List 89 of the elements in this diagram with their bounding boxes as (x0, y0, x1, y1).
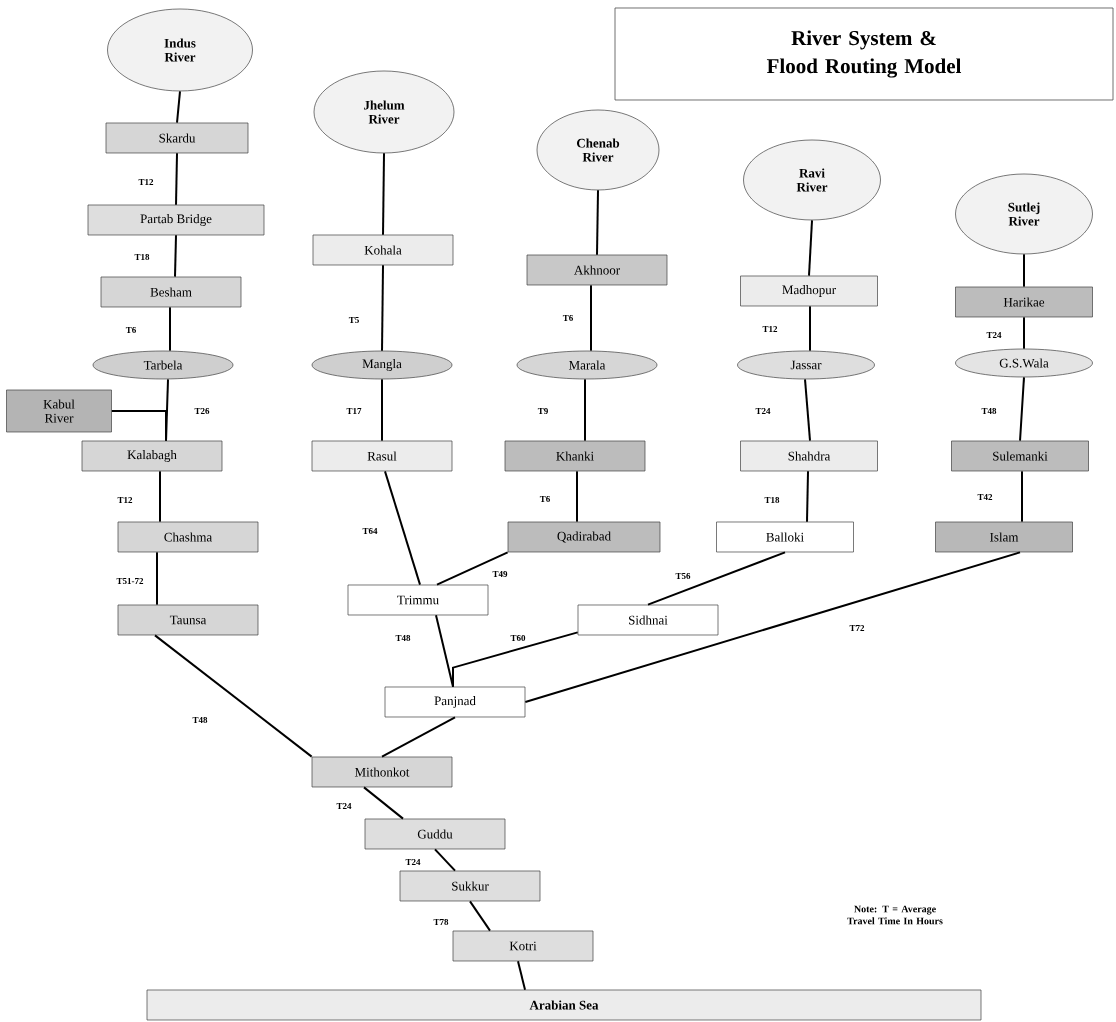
edge-label: T9 (537, 407, 548, 415)
river-line (156, 551, 158, 606)
station-box: Islam (935, 521, 1073, 553)
station-box: Khanki (504, 440, 646, 472)
river-line (363, 786, 404, 820)
river-line (381, 264, 384, 352)
edge-label: T24 (986, 332, 1002, 338)
edge-label: T18 (764, 496, 780, 504)
river-line (159, 470, 161, 523)
river-line (804, 378, 811, 442)
river-line (381, 716, 456, 758)
station-box: Guddu (364, 818, 506, 850)
station-box: Mithonkot (311, 756, 453, 788)
river-line (384, 470, 421, 586)
river-line (1023, 253, 1025, 288)
station-box: Skardu (105, 122, 249, 154)
sea-box: Arabian Sea (146, 989, 982, 1021)
river-line (1019, 376, 1025, 442)
edge-label: T42 (977, 494, 993, 500)
river-line (524, 551, 1021, 703)
station-box: Sulemanki (951, 440, 1089, 472)
edge-label: T64 (362, 527, 378, 535)
station-box: Qadirabad (507, 521, 661, 553)
river-line (517, 960, 526, 991)
river-line (1021, 470, 1023, 523)
edge-label: T17 (346, 408, 362, 414)
river-line (169, 306, 171, 352)
station-box: Sidhnai (577, 604, 719, 636)
river-line (590, 284, 592, 352)
edge-label: T18 (134, 253, 150, 261)
river-line (469, 900, 491, 932)
river-line (436, 551, 509, 586)
station-box: Kabul River (6, 389, 112, 433)
edge-label: T26 (194, 407, 210, 415)
station-box: Balloki (716, 521, 854, 553)
title-box: River System & Flood Routing Model (614, 7, 1114, 101)
river-line (381, 378, 383, 442)
river-line (584, 378, 586, 442)
edge-label: T48 (192, 716, 208, 724)
station-box: Besham (100, 276, 242, 308)
note-text: Note: T = Average Travel Time In Hours (847, 905, 943, 925)
station-box: Taunsa (117, 604, 259, 636)
station-box: Kotri (452, 930, 594, 962)
station-box: Chashma (117, 521, 259, 553)
station-box: Kalabagh (81, 440, 223, 472)
river-line (382, 152, 385, 236)
edge-label: T5 (348, 317, 359, 323)
edge-label: T48 (981, 407, 997, 415)
river-line (154, 634, 313, 758)
river-line (647, 551, 786, 606)
river-line (176, 90, 181, 124)
station-box: Panjnad (384, 686, 526, 718)
river-line (809, 305, 811, 352)
station-box: Harikae (955, 286, 1093, 318)
edge-label: T72 (849, 625, 865, 631)
edge-label: T24 (755, 408, 771, 414)
station-box: Sukkur (399, 870, 541, 902)
station-box: Akhnoor (526, 254, 668, 286)
river-line (175, 152, 178, 206)
station-box: Rasul (311, 440, 453, 472)
river-line (1023, 316, 1025, 350)
edge-label: T49 (492, 570, 508, 578)
station-box: Trimmu (347, 584, 489, 616)
river-line (110, 410, 167, 442)
edge-label: T24 (336, 803, 352, 809)
edge-label: T60 (510, 634, 526, 642)
river-line (452, 631, 579, 688)
edge-label: T12 (138, 179, 154, 185)
edge-label: T6 (125, 326, 136, 334)
station-box: Madhopur (740, 275, 878, 307)
river-line (434, 848, 456, 872)
edge-label: T78 (433, 918, 449, 926)
edge-label: T48 (395, 634, 411, 642)
station-box: Kohala (312, 234, 454, 266)
station-box: Shahdra (740, 440, 878, 472)
river-line (174, 234, 177, 278)
edge-label: T51-72 (116, 577, 144, 585)
edge-label: T6 (539, 495, 550, 503)
edge-label: T6 (562, 314, 573, 322)
river-line (808, 219, 813, 277)
river-line (806, 470, 809, 523)
river-line (576, 470, 578, 523)
edge-label: T56 (675, 572, 691, 580)
edge-label: T12 (117, 497, 133, 503)
edge-label: T12 (762, 326, 778, 332)
station-box: Partab Bridge (87, 204, 265, 236)
edge-label: T24 (405, 859, 421, 865)
river-line (435, 614, 454, 688)
river-line (596, 189, 599, 256)
